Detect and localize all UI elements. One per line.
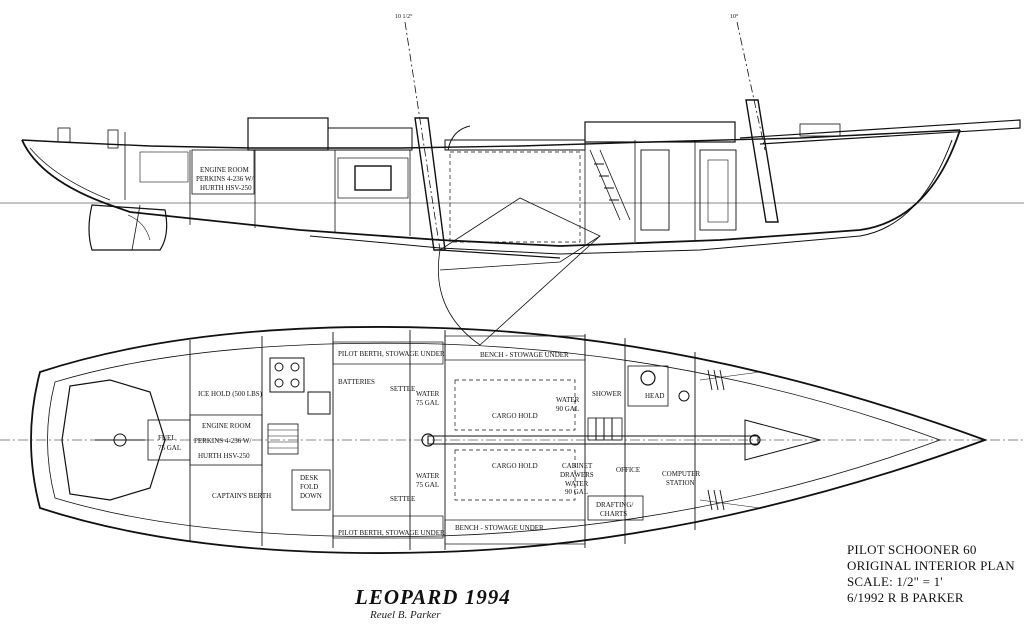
profile-engine-line2: HURTH HSV-250 [200, 184, 252, 192]
plan-engine-line1: PERKINS 4-236 W/ [194, 437, 251, 445]
bench-bottom-label: BENCH - STOWAGE UNDER [455, 524, 544, 532]
captains-berth-label: CAPTAIN'S BERTH [212, 492, 271, 500]
pilot-berth-top-label: PILOT BERTH, STOWAGE UNDER [338, 350, 445, 358]
desk-label-3: DOWN [300, 492, 322, 500]
plan-engine-room-label: ENGINE ROOM [202, 422, 252, 430]
water-port-fwd-capacity: 75 GAL [416, 399, 439, 407]
profile-engine-room-label: ENGINE ROOM [200, 166, 250, 174]
batteries-label: BATTERIES [338, 378, 375, 386]
main-mast [745, 99, 779, 223]
title-line-plan: ORIGINAL INTERIOR PLAN [847, 558, 1015, 573]
desk-label-1: DESK [300, 474, 318, 482]
water-port-fwd-label: WATER [416, 390, 440, 398]
drafting-label-2: CHARTS [600, 510, 627, 518]
hull-outline [21, 129, 961, 247]
rudder [88, 204, 168, 251]
pilot-berth-bottom-label: PILOT BERTH, STOWAGE UNDER [338, 529, 445, 537]
water-stbd-90-capacity: 90 GAL [565, 488, 588, 496]
office-label: OFFICE [616, 466, 640, 474]
computer-label-1: COMPUTER [662, 470, 700, 478]
drafting-label-1: DRAFTING/ [596, 501, 633, 509]
title-line-scale: SCALE: 1/2" = 1' [847, 574, 943, 589]
title-line-date-author: 6/1992 R B PARKER [847, 590, 964, 605]
plan-hull-outline [30, 326, 988, 554]
fuel-label: FUEL [158, 434, 176, 442]
computer-label-2: STATION [666, 479, 695, 487]
cargo-hold-stbd-label: CARGO HOLD [492, 462, 538, 470]
water-port-90-capacity: 90 GAL [556, 405, 579, 413]
shower-label: SHOWER [592, 390, 622, 398]
fore-mast-rake-label: 10 1/2° [395, 13, 413, 20]
water-stbd-90-label: WATER [565, 480, 589, 488]
water-port-90-label: WATER [556, 396, 580, 404]
profile-engine-line1: PERKINS 4-236 W/ [196, 175, 253, 183]
plan-engine-line2: HURTH HSV-250 [198, 452, 250, 460]
bench-top-label: BENCH - STOWAGE UNDER [480, 351, 569, 359]
boat-name-title: LEOPARD 1994 [355, 585, 511, 609]
water-stbd-label: WATER [416, 472, 440, 480]
fore-mast [414, 117, 446, 251]
cabinet-label-1: CABINET [562, 462, 593, 470]
fore-mast-centerline [404, 21, 441, 251]
water-stbd-capacity: 75 GAL [416, 481, 439, 489]
fuel-capacity: 75 GAL [158, 444, 181, 452]
settee-bottom-label: SETTEE [390, 495, 415, 503]
main-mast-rake-label: 10° [730, 13, 739, 20]
settee-top-label: SETTEE [390, 385, 415, 393]
bowsprit [739, 119, 1021, 145]
title-block: PILOT SCHOONER 60 ORIGINAL INTERIOR PLAN… [847, 542, 1015, 606]
title-line-model: PILOT SCHOONER 60 [847, 542, 977, 557]
head-label: HEAD [645, 392, 664, 400]
foremast-plan [421, 433, 435, 447]
desk-label-2: FOLD [300, 483, 318, 491]
profile-view [0, 21, 1024, 346]
cargo-hold-port-label: CARGO HOLD [492, 412, 538, 420]
plan-view [0, 326, 1024, 554]
cabinet-label-2: DRAWERS [560, 471, 594, 479]
designer-signature: Reuel B. Parker [370, 609, 441, 621]
ice-hold-label: ICE HOLD (500 LBS) [198, 390, 263, 398]
mainmast-plan [749, 434, 761, 446]
sheer-line [21, 129, 961, 149]
cockpit [61, 379, 166, 501]
main-mast-centerline [736, 21, 766, 151]
